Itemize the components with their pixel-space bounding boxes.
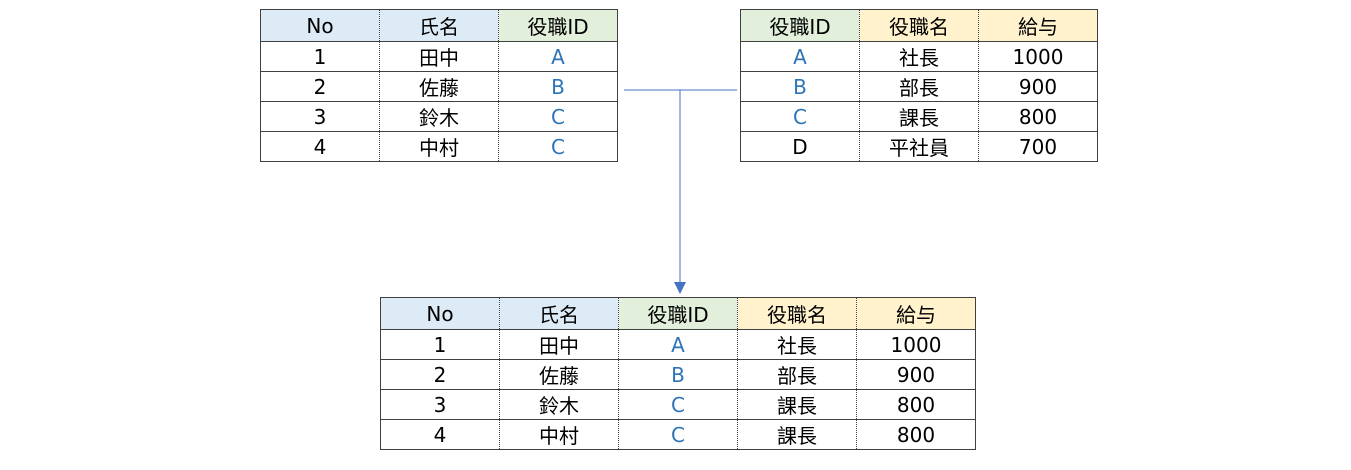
- cell-position-id: A: [618, 329, 738, 360]
- cell-no: 4: [260, 131, 380, 162]
- cell-position-id: D: [740, 131, 860, 162]
- cell-no: 1: [260, 41, 380, 72]
- table-row: B 部長 900: [740, 71, 1098, 102]
- cell-name: 鈴木: [499, 389, 619, 420]
- cell-position-id: C: [618, 389, 738, 420]
- cell-salary: 900: [856, 359, 976, 390]
- header-cell-name: 氏名: [379, 9, 499, 42]
- table-row: 3 鈴木 C 課長 800: [380, 389, 976, 420]
- table-header-row: 役職ID 役職名 給与: [740, 9, 1098, 42]
- table-header-row: No 氏名 役職ID 役職名 給与: [380, 297, 976, 330]
- table-row: 3 鈴木 C: [260, 101, 618, 132]
- table-row: 1 田中 A 社長 1000: [380, 329, 976, 360]
- cell-position-id: C: [498, 131, 618, 162]
- table-row: 2 佐藤 B 部長 900: [380, 359, 976, 390]
- cell-position-name: 課長: [737, 419, 857, 450]
- cell-salary: 700: [978, 131, 1098, 162]
- cell-position-id: A: [740, 41, 860, 72]
- cell-no: 2: [380, 359, 500, 390]
- cell-position-id: B: [498, 71, 618, 102]
- header-cell-name: 氏名: [499, 297, 619, 330]
- cell-name: 佐藤: [379, 71, 499, 102]
- cell-position-name: 社長: [737, 329, 857, 360]
- cell-salary: 800: [856, 419, 976, 450]
- cell-salary: 1000: [978, 41, 1098, 72]
- cell-position-name: 部長: [737, 359, 857, 390]
- cell-position-name: 課長: [737, 389, 857, 420]
- table-row: D 平社員 700: [740, 131, 1098, 162]
- cell-no: 1: [380, 329, 500, 360]
- cell-salary: 1000: [856, 329, 976, 360]
- cell-name: 田中: [499, 329, 619, 360]
- table-row: 4 中村 C: [260, 131, 618, 162]
- employee-table: No 氏名 役職ID 1 田中 A 2 佐藤 B 3 鈴木 C 4 中村 C: [260, 9, 618, 162]
- table-row: 1 田中 A: [260, 41, 618, 72]
- header-cell-position-name: 役職名: [859, 9, 979, 42]
- cell-name: 中村: [379, 131, 499, 162]
- cell-no: 3: [260, 101, 380, 132]
- arrow-down-icon: [674, 282, 686, 294]
- header-cell-salary: 給与: [978, 9, 1098, 42]
- position-table: 役職ID 役職名 給与 A 社長 1000 B 部長 900 C 課長 800 …: [740, 9, 1098, 162]
- cell-salary: 800: [856, 389, 976, 420]
- joined-table: No 氏名 役職ID 役職名 給与 1 田中 A 社長 1000 2 佐藤 B …: [380, 297, 976, 450]
- cell-name: 鈴木: [379, 101, 499, 132]
- header-cell-position-name: 役職名: [737, 297, 857, 330]
- header-cell-salary: 給与: [856, 297, 976, 330]
- header-cell-no: No: [380, 297, 500, 330]
- cell-position-id: A: [498, 41, 618, 72]
- cell-salary: 900: [978, 71, 1098, 102]
- table-row: 4 中村 C 課長 800: [380, 419, 976, 450]
- table-row: 2 佐藤 B: [260, 71, 618, 102]
- cell-name: 中村: [499, 419, 619, 450]
- cell-position-name: 平社員: [859, 131, 979, 162]
- cell-position-id: B: [618, 359, 738, 390]
- cell-no: 3: [380, 389, 500, 420]
- header-cell-position-id: 役職ID: [618, 297, 738, 330]
- cell-position-id: C: [498, 101, 618, 132]
- header-cell-position-id: 役職ID: [740, 9, 860, 42]
- cell-name: 佐藤: [499, 359, 619, 390]
- cell-no: 2: [260, 71, 380, 102]
- header-cell-position-id: 役職ID: [498, 9, 618, 42]
- cell-no: 4: [380, 419, 500, 450]
- table-row: A 社長 1000: [740, 41, 1098, 72]
- cell-position-id: C: [618, 419, 738, 450]
